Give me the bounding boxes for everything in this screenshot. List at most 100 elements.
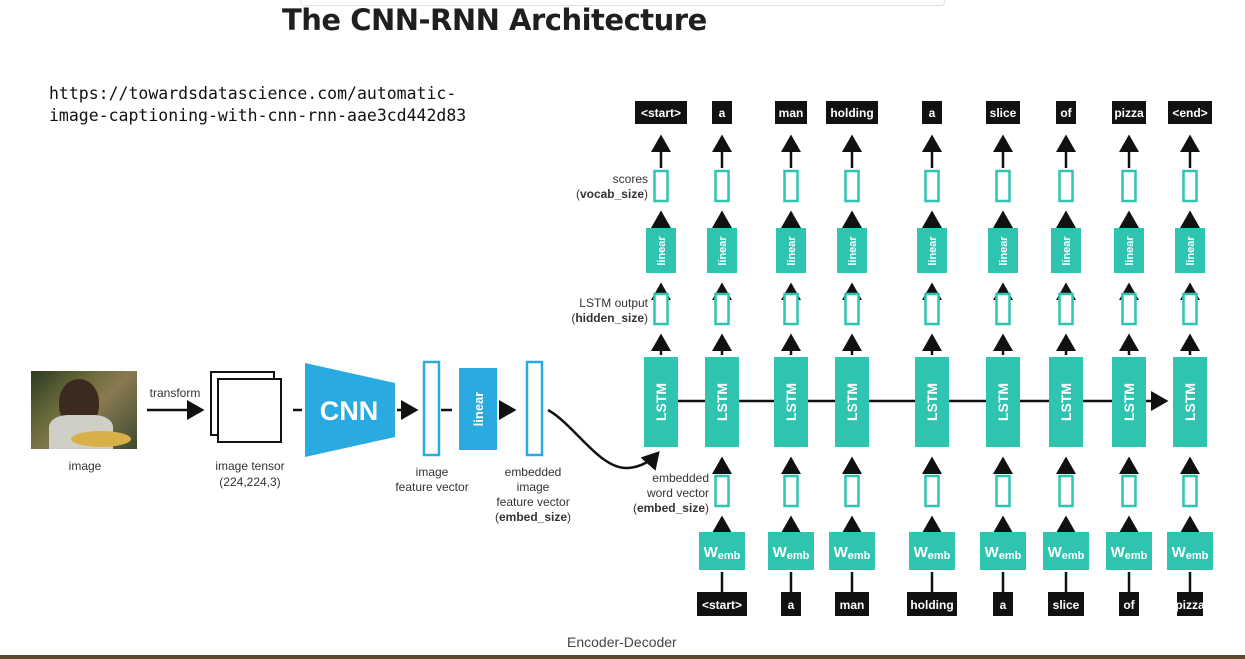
output-word-box	[1056, 101, 1076, 124]
decoder-linear-block	[1175, 228, 1205, 273]
wemb-main: W	[773, 544, 788, 561]
scores-label: scores	[613, 172, 648, 186]
scores-vector	[924, 169, 940, 203]
input-word-box	[835, 592, 869, 616]
input-word: holding	[910, 598, 953, 612]
wemb-label: Wemb	[704, 544, 741, 562]
lstm-output-vector	[783, 292, 799, 326]
lstm-output-vector	[924, 292, 940, 326]
transform-label: transform	[150, 386, 201, 400]
decoder-linear-label: linear	[1061, 236, 1073, 266]
output-word: <end>	[1172, 106, 1207, 120]
lstm-block	[835, 357, 869, 447]
wemb-label: Wemb	[1172, 544, 1209, 562]
wemb-main: W	[985, 544, 1000, 561]
lstm-label: LSTM	[995, 383, 1011, 421]
output-word: a	[929, 106, 936, 120]
decoder-linear-block	[776, 228, 806, 273]
lstm-block	[1049, 357, 1083, 447]
lstm-block	[1173, 357, 1207, 447]
wemb-sub: emb	[1125, 550, 1148, 562]
output-word: slice	[990, 106, 1017, 120]
decoder-embed-size-label: (embed_size)	[633, 501, 709, 515]
lstm-label: LSTM	[1182, 383, 1198, 421]
decoder-linear-label: linear	[1124, 236, 1136, 266]
input-word-box	[907, 592, 957, 616]
embedded-word-vector	[924, 474, 940, 508]
input-word-box	[1119, 592, 1139, 616]
decoder-linear-label: linear	[1185, 236, 1197, 266]
input-word: a	[1000, 598, 1007, 612]
wemb-block	[980, 532, 1026, 570]
wemb-block	[1106, 532, 1152, 570]
wemb-sub: emb	[1186, 550, 1209, 562]
image-label: image	[69, 459, 102, 473]
embedded-word-label-2: word vector	[646, 486, 709, 500]
feature-vector-label-2: feature vector	[395, 480, 468, 494]
embedded-word-label-1: embedded	[652, 471, 709, 485]
lstm-block	[644, 357, 678, 447]
decoder-linear-block	[707, 228, 737, 273]
output-word-box	[1112, 101, 1146, 124]
lstm-label: LSTM	[924, 383, 940, 421]
feature-vector-label-1: image	[416, 465, 449, 479]
wemb-label: Wemb	[914, 544, 951, 562]
embedded-word-vector	[995, 474, 1011, 508]
output-word: <start>	[641, 106, 681, 120]
output-word: pizza	[1114, 106, 1144, 120]
scores-vector	[844, 169, 860, 203]
embedded-word-vector	[714, 474, 730, 508]
image-tensor-label: image tensor	[215, 459, 284, 473]
decoder-linear-block	[988, 228, 1018, 273]
wemb-main: W	[1048, 544, 1063, 561]
output-word: holding	[830, 106, 873, 120]
embedded-label-1: embedded	[505, 465, 562, 479]
wemb-main: W	[834, 544, 849, 561]
lstm-label: LSTM	[1121, 383, 1137, 421]
scores-vector	[714, 169, 730, 203]
lstm-output-vector	[1182, 292, 1198, 326]
embedded-word-vector	[1121, 474, 1137, 508]
lstm-label: LSTM	[844, 383, 860, 421]
input-word-box	[781, 592, 801, 616]
bottom-bar	[0, 655, 1245, 659]
vocab-size-label: (vocab_size)	[576, 187, 648, 201]
input-word: <start>	[702, 598, 742, 612]
wemb-label: Wemb	[1048, 544, 1085, 562]
embed-to-lstm-curve	[547, 408, 660, 471]
lstm-label: LSTM	[1058, 383, 1074, 421]
output-word: of	[1060, 106, 1072, 120]
lstm-output-vector	[1121, 292, 1137, 326]
input-image-photo	[31, 371, 137, 449]
wemb-main: W	[914, 544, 929, 561]
output-word: man	[779, 106, 804, 120]
page-title: The CNN-RNN Architecture	[282, 3, 707, 37]
encoder-linear-block	[459, 368, 497, 450]
wemb-sub: emb	[787, 550, 810, 562]
scores-vector	[1058, 169, 1074, 203]
wemb-main: W	[1172, 544, 1187, 561]
wemb-block	[768, 532, 814, 570]
output-word-box	[1168, 101, 1212, 124]
wemb-block	[829, 532, 875, 570]
output-word-box	[635, 101, 687, 124]
wemb-block	[699, 532, 745, 570]
output-word-box	[826, 101, 878, 124]
lstm-block	[986, 357, 1020, 447]
image-tensor-shape: (224,224,3)	[219, 475, 280, 489]
scores-vector	[1121, 169, 1137, 203]
source-url[interactable]: https://towardsdatascience.com/automatic…	[49, 83, 466, 127]
embedded-label-3: feature vector	[496, 495, 569, 509]
hidden-size-label: (hidden_size)	[571, 311, 648, 325]
decoder-linear-label: linear	[847, 236, 859, 266]
encoder-linear-label: linear	[471, 392, 486, 427]
embedded-word-vector	[844, 474, 860, 508]
embedded-word-vector	[1182, 474, 1198, 508]
figure-caption: Encoder-Decoder	[567, 634, 677, 650]
decoder-linear-label: linear	[927, 236, 939, 266]
output-word: a	[719, 106, 726, 120]
lstm-output-vector	[995, 292, 1011, 326]
input-word-box	[697, 592, 747, 616]
